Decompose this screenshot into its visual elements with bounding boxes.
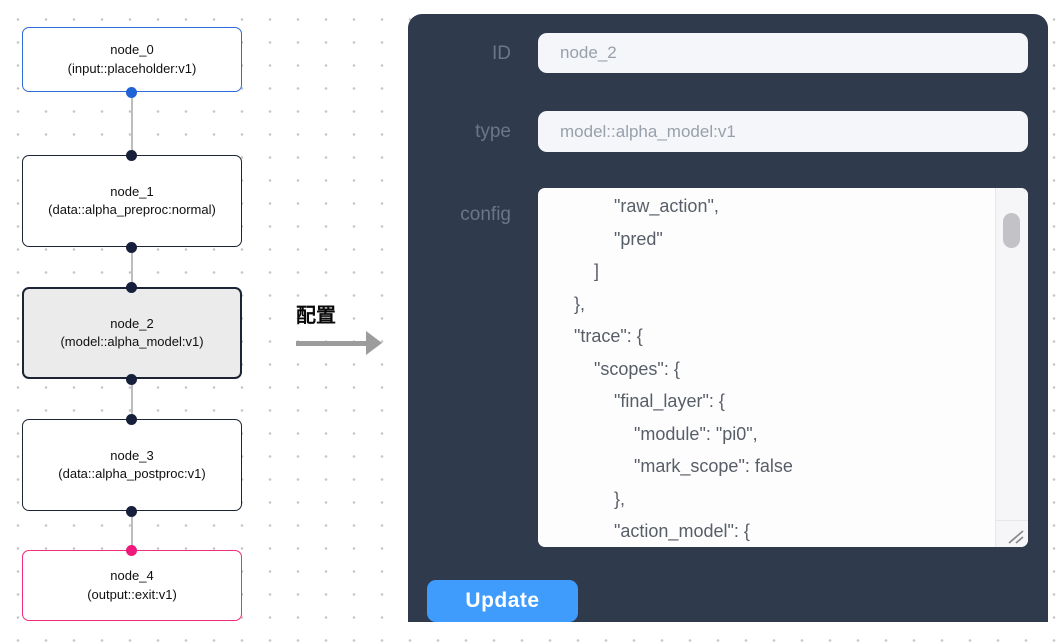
handle-node3-top[interactable] <box>126 413 137 425</box>
node-config-panel: ID type config "raw_action", "pred" ] },… <box>408 14 1048 622</box>
scrollbar-corner-divider <box>995 520 1028 521</box>
type-input[interactable] <box>538 111 1028 152</box>
handle-node2-top[interactable] <box>126 281 137 293</box>
flow-canvas: node_0 (input::placeholder:v1) node_1 (d… <box>0 0 290 643</box>
node-2-type: (model::alpha_model:v1) <box>60 334 204 349</box>
node-3-title: node_3 <box>110 447 154 463</box>
id-input[interactable] <box>538 33 1028 73</box>
config-json-content: "raw_action", "pred" ] }, "trace": { "sc… <box>574 196 793 541</box>
node-2-title: node_2 <box>110 315 154 331</box>
transition-label: 配置 <box>296 305 336 327</box>
node-4-title: node_4 <box>110 568 154 583</box>
node-4-type: (output::exit:v1) <box>87 586 177 602</box>
node-1-title: node_1 <box>110 183 154 199</box>
node-1-type: (data::alpha_preproc:normal) <box>48 202 216 217</box>
edge-node3-node4 <box>131 511 133 550</box>
flow-node-2-selected[interactable]: node_2 (model::alpha_model:v1) <box>22 287 242 379</box>
node-0-title: node_0 <box>110 42 154 57</box>
node-0-type: (input::placeholder:v1) <box>67 60 197 76</box>
flow-node-4[interactable]: node_4 (output::exit:v1) <box>22 550 242 621</box>
flow-node-3[interactable]: node_3 (data::alpha_postproc:v1) <box>22 419 242 511</box>
handle-node2-bottom[interactable] <box>126 373 137 385</box>
config-scrollbar-thumb[interactable] <box>1003 213 1020 248</box>
transition-arrow-head-icon <box>366 331 382 355</box>
config-textarea[interactable]: "raw_action", "pred" ] }, "trace": { "sc… <box>538 188 1028 547</box>
handle-node0-bottom[interactable] <box>126 86 137 98</box>
flow-node-1[interactable]: node_1 (data::alpha_preproc:normal) <box>22 155 242 247</box>
type-field-label: type <box>475 121 511 142</box>
handle-node3-bottom[interactable] <box>126 505 137 517</box>
node-3-type: (data::alpha_postproc:v1) <box>58 466 206 481</box>
handle-node4-top[interactable] <box>126 544 137 556</box>
config-field-label: config <box>460 204 511 225</box>
id-field-label: ID <box>492 43 511 64</box>
edge-node1-node2 <box>131 247 133 287</box>
flow-node-0[interactable]: node_0 (input::placeholder:v1) <box>22 27 242 92</box>
edge-node2-node3 <box>131 379 133 419</box>
handle-node1-bottom[interactable] <box>126 241 137 253</box>
update-button[interactable]: Update <box>427 580 578 622</box>
handle-node1-top[interactable] <box>126 149 137 161</box>
edge-node0-node1 <box>131 92 133 155</box>
textarea-resize-handle-icon[interactable] <box>1005 528 1025 544</box>
transition-arrow <box>296 341 366 346</box>
